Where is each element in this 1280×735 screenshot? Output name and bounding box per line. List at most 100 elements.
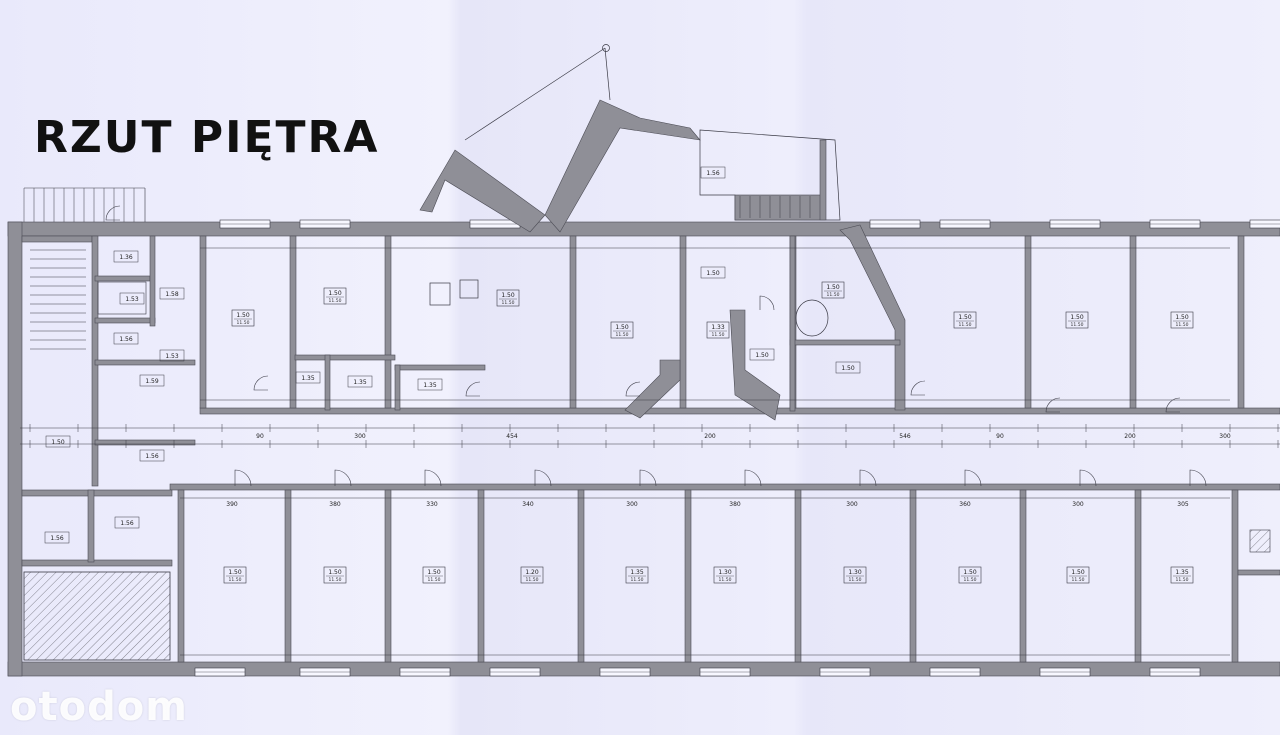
corridor-dimension-label: 200 bbox=[704, 433, 716, 440]
canopy-line bbox=[604, 47, 611, 101]
room-label-lower: 1.30 bbox=[848, 569, 862, 576]
room-label-upper: 1.50 bbox=[236, 312, 250, 319]
door-lower bbox=[859, 469, 877, 487]
room-label-box bbox=[231, 309, 255, 327]
partition-upper bbox=[199, 235, 207, 409]
canopy-line bbox=[464, 47, 606, 141]
room-area-label: 11.50 bbox=[229, 577, 242, 583]
service-wall-mid bbox=[87, 489, 95, 563]
room-label-box bbox=[323, 287, 347, 305]
room-area-label: 11.50 bbox=[959, 322, 972, 328]
room-label-lower: 1.20 bbox=[525, 569, 539, 576]
small-room-label: 1.50 bbox=[841, 365, 855, 372]
small-room-label-box bbox=[835, 361, 861, 374]
room-label-upper: 1.33 bbox=[711, 324, 725, 331]
small-room-wall bbox=[149, 235, 156, 327]
small-room-label-box bbox=[159, 287, 185, 300]
room-area-label: 11.50 bbox=[1072, 577, 1085, 583]
partition-upper bbox=[569, 235, 577, 409]
room-area-label: 11.50 bbox=[428, 577, 441, 583]
inner-room-wall bbox=[324, 354, 331, 411]
room-label-upper: 1.50 bbox=[501, 292, 515, 299]
room-label-upper: 1.50 bbox=[958, 314, 972, 321]
partition-lower bbox=[1019, 489, 1027, 663]
room-area-label: 11.50 bbox=[502, 300, 515, 306]
small-room-label: 1.56 bbox=[145, 453, 159, 460]
small-room-label-box bbox=[347, 375, 373, 388]
small-room-wall bbox=[94, 317, 156, 324]
small-room-label-box bbox=[159, 349, 185, 362]
small-room-label-box bbox=[44, 531, 70, 544]
partition-lower bbox=[177, 489, 185, 663]
room-width-label: 390 bbox=[226, 501, 238, 508]
room-label-box bbox=[1066, 566, 1090, 584]
room-area-label: 11.50 bbox=[1071, 322, 1084, 328]
room-area-label: 11.50 bbox=[329, 298, 342, 304]
corridor-dimension-label: 546 bbox=[899, 433, 911, 440]
corridor-dimension-label: 90 bbox=[256, 433, 264, 440]
small-room-label: 1.53 bbox=[125, 296, 139, 303]
door-lower bbox=[234, 469, 252, 487]
room-label-lower: 1.30 bbox=[718, 569, 732, 576]
small-room-label-box bbox=[749, 348, 775, 361]
small-room-label: 1.35 bbox=[423, 382, 437, 389]
partition-lower bbox=[1134, 489, 1142, 663]
room-label-box bbox=[713, 566, 737, 584]
room-label-lower: 1.50 bbox=[427, 569, 441, 576]
small-room-label-box bbox=[139, 449, 165, 462]
plan-title: RZUT PIĘTRA bbox=[34, 112, 380, 163]
service-wall-bottom bbox=[21, 489, 173, 497]
canopy-anchor bbox=[602, 44, 610, 52]
door-lower bbox=[639, 469, 657, 487]
partition-lower bbox=[384, 489, 392, 663]
room-width-label: 340 bbox=[522, 501, 534, 508]
door-upper bbox=[1045, 397, 1061, 413]
small-room-label-box bbox=[113, 250, 139, 263]
door-bath bbox=[759, 295, 775, 311]
angled-wall-left bbox=[624, 359, 681, 419]
room-area-label: 11.50 bbox=[526, 577, 539, 583]
bathroom-wall bbox=[789, 339, 901, 346]
inner-room-wall bbox=[294, 354, 396, 361]
room-label-box bbox=[1065, 311, 1089, 329]
partition-upper bbox=[1129, 235, 1137, 409]
room-label-lower: 1.35 bbox=[630, 569, 644, 576]
door-upper bbox=[625, 381, 641, 397]
small-room-label: 1.56 bbox=[120, 520, 134, 527]
small-room-wall bbox=[94, 359, 196, 366]
room-area-label: 11.50 bbox=[631, 577, 644, 583]
partition-lower bbox=[1231, 489, 1239, 663]
hatched-shaft bbox=[23, 571, 171, 661]
bathroom-box bbox=[97, 281, 147, 315]
room-label-box bbox=[1170, 566, 1194, 584]
room-label-box bbox=[706, 321, 730, 339]
service-wall-right bbox=[1237, 569, 1280, 576]
room-width-label: 305 bbox=[1177, 501, 1189, 508]
room-area-label: 11.50 bbox=[237, 320, 250, 326]
stove bbox=[429, 282, 451, 306]
small-room-label: 1.56 bbox=[50, 535, 64, 542]
room-label-upper: 1.50 bbox=[328, 290, 342, 297]
corridor-dimension-label: 300 bbox=[354, 433, 366, 440]
door-lower bbox=[1189, 469, 1207, 487]
partition-lower bbox=[794, 489, 802, 663]
room-label-lower: 1.50 bbox=[328, 569, 342, 576]
door-lower bbox=[334, 469, 352, 487]
stair-wall bbox=[21, 235, 93, 243]
partition-upper bbox=[679, 235, 687, 409]
shower-tray bbox=[1249, 529, 1271, 553]
corridor-dimension-label: 90 bbox=[996, 433, 1004, 440]
small-room-wall bbox=[94, 275, 151, 282]
inner-room-wall bbox=[394, 364, 486, 371]
room-width-label: 300 bbox=[626, 501, 638, 508]
room-area-label: 11.50 bbox=[712, 332, 725, 338]
room-area-label: 11.50 bbox=[964, 577, 977, 583]
corridor-dimension-label: 200 bbox=[1124, 433, 1136, 440]
small-room-label-box bbox=[45, 435, 71, 448]
room-width-label: 300 bbox=[1072, 501, 1084, 508]
small-room-label-box bbox=[114, 516, 140, 529]
angled-wall-right bbox=[839, 224, 906, 411]
room-label-upper: 1.50 bbox=[615, 324, 629, 331]
